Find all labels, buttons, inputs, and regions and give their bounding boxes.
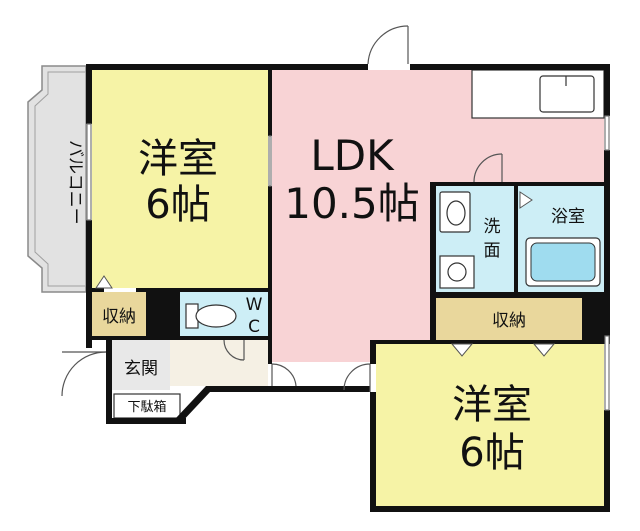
- walls: [86, 64, 610, 512]
- washroom-label-1: 洗: [484, 217, 501, 237]
- western-room-1-name: 洋室: [138, 136, 218, 182]
- toilet-icon: [185, 303, 237, 329]
- kitchen-sink-icon: [539, 75, 595, 113]
- washbasin-icon: [439, 191, 471, 233]
- balcony: バルコニー: [27, 65, 87, 293]
- ldk-name: LDK: [310, 131, 395, 180]
- western-room-2-name: 洋室: [452, 382, 532, 428]
- western-room-2: [376, 344, 604, 506]
- door-swing-icon: [61, 25, 556, 397]
- washroom-label-2: 面: [484, 241, 501, 261]
- ldk-size: 10.5帖: [284, 179, 420, 228]
- shoe-cabinet: [113, 393, 181, 419]
- entrance: [112, 340, 170, 390]
- ldk-room: [272, 70, 604, 362]
- bathtub-icon: [525, 237, 601, 287]
- shoe-cabinet-label: 下駄箱: [127, 399, 166, 415]
- windows: [86, 115, 610, 411]
- storage-2: [436, 298, 582, 340]
- western-room-2-size: 6帖: [459, 430, 524, 476]
- western-room-1-size: 6帖: [145, 182, 210, 228]
- balcony-label: バルコニー: [65, 140, 85, 225]
- storage-1-label: 収納: [102, 307, 136, 327]
- western-room-1: [92, 70, 268, 288]
- bathroom-label: 浴室: [551, 207, 585, 227]
- entrance-label: 玄関: [124, 359, 158, 379]
- wc-label-1: W: [246, 295, 263, 315]
- storage-2-label: 収納: [492, 311, 526, 331]
- wc-label-2: C: [248, 317, 260, 337]
- storage-1: [92, 292, 146, 336]
- washing-machine-icon: [439, 255, 475, 289]
